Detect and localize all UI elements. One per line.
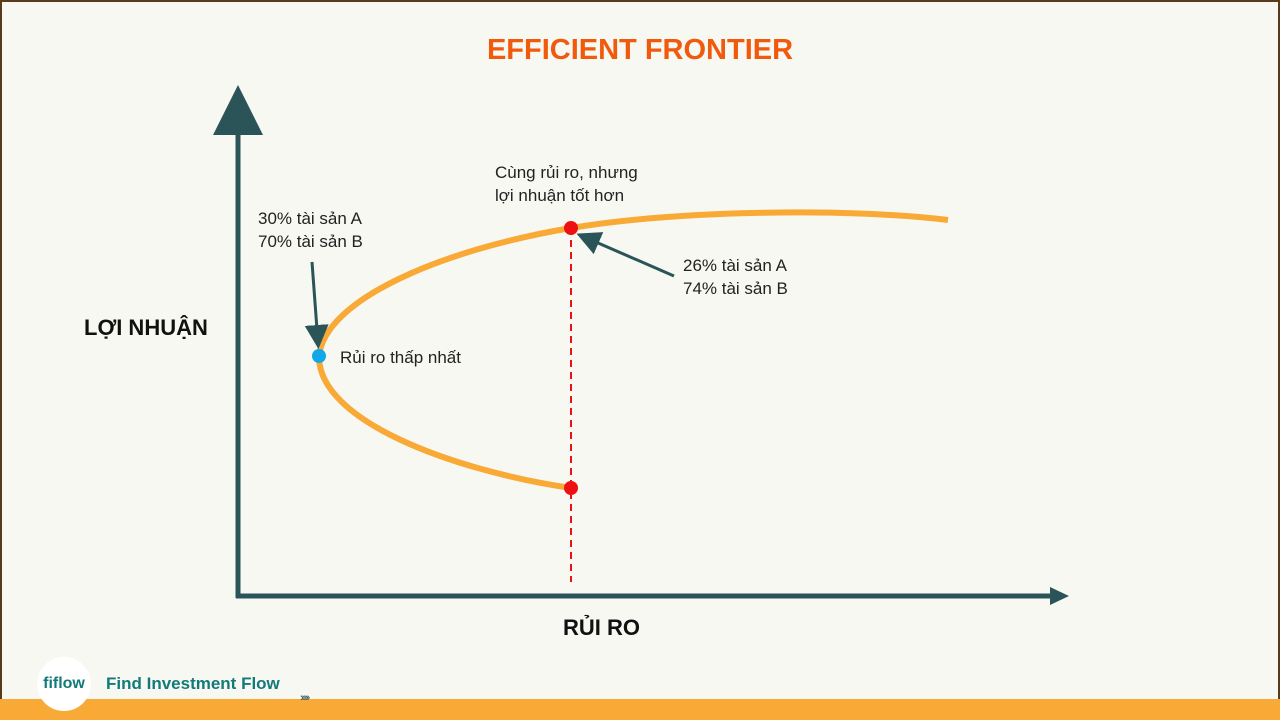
mix-line: 30% tài sản A: [258, 209, 362, 228]
x-axis-arrowhead: [1050, 587, 1069, 605]
arrow-min-risk: [304, 261, 329, 349]
inefficient-point: [564, 481, 578, 495]
efficient-point: [564, 221, 578, 235]
frontier-curve: [315, 209, 949, 491]
note-line: lợi nhuận tốt hơn: [495, 186, 625, 205]
mix-line: 74% tài sản B: [683, 279, 788, 298]
x-axis-label: RỦI RO: [563, 615, 640, 640]
min-risk-label: Rủi ro thấp nhất: [340, 348, 461, 367]
better-return-label: Cùng rủi ro, nhưng lợi nhuận tốt hơn: [495, 161, 638, 207]
fiflow-logo: fiflow: [37, 657, 91, 711]
y-axis-label: LỢI NHUẬN: [84, 315, 208, 340]
brand-name: Find Investment Flow: [106, 674, 280, 693]
slide-title: EFFICIENT FRONTIER: [486, 34, 794, 66]
y-axis-arrowhead: [229, 98, 247, 117]
mix-line: 70% tài sản B: [258, 232, 363, 251]
min-risk-point: [312, 349, 326, 363]
note-line: Cùng rủi ro, nhưng: [495, 163, 638, 182]
arrow-efficient: [576, 232, 675, 278]
chevrons-icon: ›››››: [300, 692, 310, 704]
mix-line: 26% tài sản A: [683, 256, 787, 275]
footer-bar: [0, 699, 1280, 720]
efficient-mix-label: 26% tài sản A 74% tài sản B: [683, 254, 788, 300]
min-risk-mix-label: 30% tài sản A 70% tài sản B: [258, 207, 363, 253]
